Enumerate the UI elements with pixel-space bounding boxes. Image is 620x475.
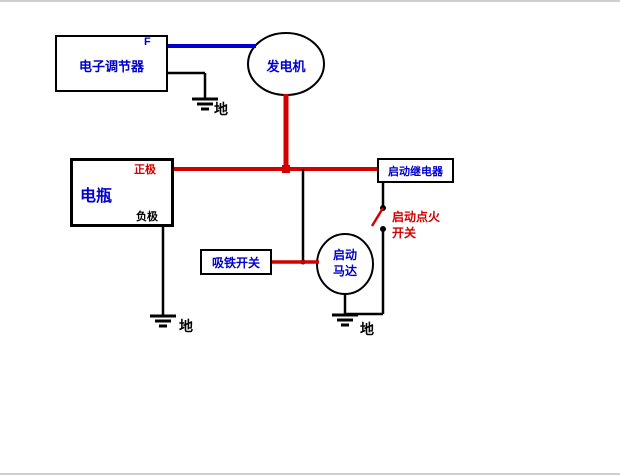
battery-label: 电瓶 bbox=[80, 188, 113, 205]
battery-positive-label: 正极 bbox=[134, 164, 156, 176]
regulator-ground-wire bbox=[168, 71, 207, 98]
regulator-box bbox=[55, 35, 168, 92]
generator-output-wire-red bbox=[282, 94, 290, 173]
motor-label-line2: 马达 bbox=[332, 263, 357, 278]
solenoid-label: 吸铁开关 bbox=[211, 256, 260, 270]
motor-label-line1: 启动 bbox=[332, 248, 357, 262]
ground-label-regulator: 地 bbox=[214, 101, 228, 117]
battery-box bbox=[70, 158, 174, 227]
ground-label-battery: 地 bbox=[179, 318, 193, 334]
ground-label-motor: 地 bbox=[360, 321, 374, 337]
ignition-switch-label: 启动点火 开关 bbox=[392, 210, 440, 241]
ignition-switch-symbol bbox=[370, 205, 386, 232]
ground-symbol-battery bbox=[150, 314, 176, 328]
wire-junction bbox=[282, 165, 290, 173]
generator-label: 发电机 bbox=[266, 59, 306, 74]
ground-symbol-motor bbox=[332, 313, 358, 327]
relay-box bbox=[377, 158, 454, 183]
solenoid-box bbox=[200, 249, 272, 275]
ignition-label-line2: 开关 bbox=[392, 225, 417, 240]
ground-symbol-regulator bbox=[192, 97, 218, 111]
f-terminal-label: F bbox=[144, 36, 151, 48]
bus-to-motor-wire bbox=[300, 169, 306, 265]
motor-label: 启动 马达 bbox=[317, 248, 373, 279]
regulator-label: 电子调节器 bbox=[78, 59, 144, 74]
battery-negative-label: 负极 bbox=[136, 211, 158, 223]
ignition-label-line1: 启动点火 bbox=[392, 210, 441, 224]
relay-label: 启动继电器 bbox=[388, 166, 443, 178]
